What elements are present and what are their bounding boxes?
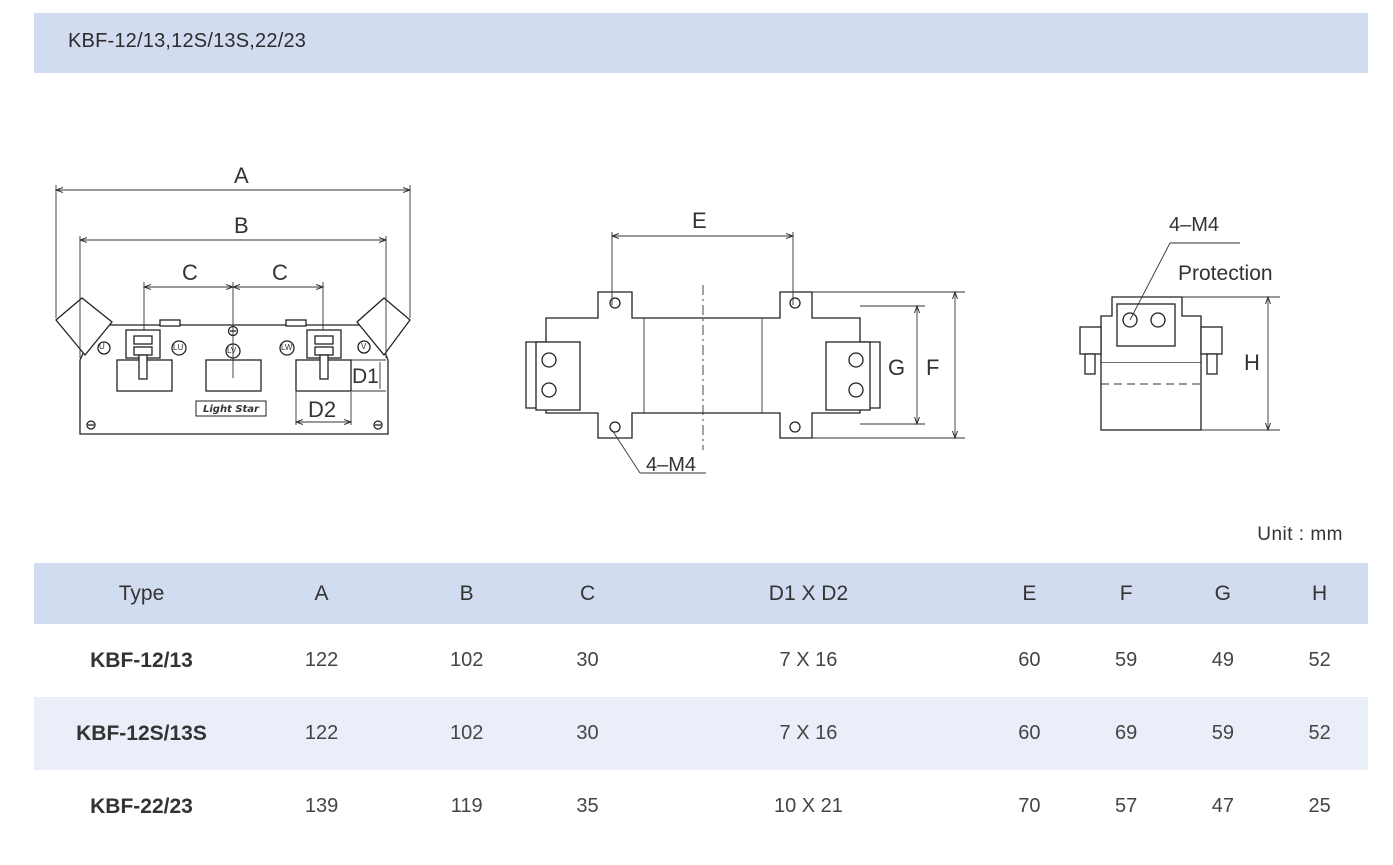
- dim-c1-label: C: [182, 260, 198, 285]
- dimension-drawings: Light Star: [0, 185, 1280, 474]
- spec-table: Type A B C D1 X D2 E F G H KBF-12/13 122…: [34, 563, 1368, 843]
- dim-b-label: B: [234, 213, 249, 238]
- header-a: A: [249, 563, 395, 624]
- table-row: KBF-12/13 122 102 30 7 X 16 60 59 49 52: [34, 624, 1368, 697]
- cell-f: 69: [1077, 697, 1175, 770]
- header-f: F: [1077, 563, 1175, 624]
- cell-h: 52: [1308, 649, 1331, 671]
- header-g: G: [1174, 563, 1272, 624]
- terminal-label-v: V: [361, 342, 367, 351]
- side-view: [1079, 296, 1223, 431]
- table-row: KBF-22/23 139 119 35 10 X 21 70 57 47 25: [34, 770, 1368, 843]
- cell-c: 30: [539, 697, 636, 770]
- cell-e: 60: [981, 697, 1078, 770]
- terminal-label-lu: LU: [173, 343, 184, 352]
- dim-d2-label: D2: [308, 397, 337, 422]
- cell-d1xd2: 10 X 21: [773, 795, 843, 817]
- header-type: Type: [34, 563, 249, 624]
- table-header-row: Type A B C D1 X D2 E F G H: [34, 563, 1368, 624]
- front-view: [55, 297, 411, 435]
- dim-d1-label: D1: [352, 365, 379, 388]
- dim-c2-label: C: [272, 260, 288, 285]
- header-b: B: [394, 563, 540, 624]
- cell-d1xd2: 7 X 16: [779, 649, 838, 671]
- dim-e-label: E: [692, 208, 707, 233]
- cell-e: 70: [1018, 795, 1041, 817]
- header-h: H: [1271, 563, 1368, 624]
- brand-logo-text: Light Star: [203, 404, 260, 415]
- cell-b: 119: [450, 795, 483, 817]
- cell-h: 52: [1271, 697, 1368, 770]
- cell-a: 122: [304, 649, 339, 671]
- header-e: E: [981, 563, 1078, 624]
- cell-a: 122: [249, 697, 395, 770]
- terminal-label-lv: LV: [227, 346, 237, 355]
- cell-type: KBF-12S/13S: [34, 697, 249, 770]
- page-title: KBF-12/13,12S/13S,22/23: [68, 30, 307, 52]
- cell-h: 25: [1308, 795, 1331, 817]
- cell-c: 30: [576, 649, 599, 671]
- header-c: C: [539, 563, 636, 624]
- cell-g: 59: [1174, 697, 1272, 770]
- cell-b: 102: [394, 697, 540, 770]
- terminal-label-u: U: [99, 342, 105, 351]
- cell-a: 139: [304, 795, 339, 817]
- terminal-label-lw: LW: [281, 343, 293, 352]
- cell-e: 60: [1018, 649, 1041, 671]
- side-holes-label: 4–M4: [1169, 214, 1220, 236]
- dim-a-label: A: [234, 163, 249, 188]
- cell-g: 49: [1211, 649, 1234, 671]
- header-d1xd2: D1 X D2: [635, 563, 982, 624]
- cell-g: 47: [1211, 795, 1234, 817]
- protection-label: Protection: [1178, 262, 1273, 285]
- dim-h-label: H: [1244, 350, 1260, 375]
- title-bar: KBF-12/13,12S/13S,22/23: [34, 13, 1368, 73]
- cell-c: 35: [576, 795, 599, 817]
- dim-f-label: F: [926, 355, 940, 380]
- dim-g-label: G: [888, 355, 906, 380]
- cell-d1xd2: 7 X 16: [635, 697, 982, 770]
- unit-label: Unit : mm: [1257, 524, 1343, 545]
- top-holes-label: 4–M4: [646, 454, 697, 476]
- cell-b: 102: [449, 649, 484, 671]
- cell-type: KBF-12/13: [90, 648, 193, 672]
- cell-type: KBF-22/23: [90, 794, 193, 818]
- table-row: KBF-12S/13S 122 102 30 7 X 16 60 69 59 5…: [34, 697, 1368, 770]
- cell-f: 57: [1114, 795, 1138, 817]
- cell-f: 59: [1114, 649, 1138, 671]
